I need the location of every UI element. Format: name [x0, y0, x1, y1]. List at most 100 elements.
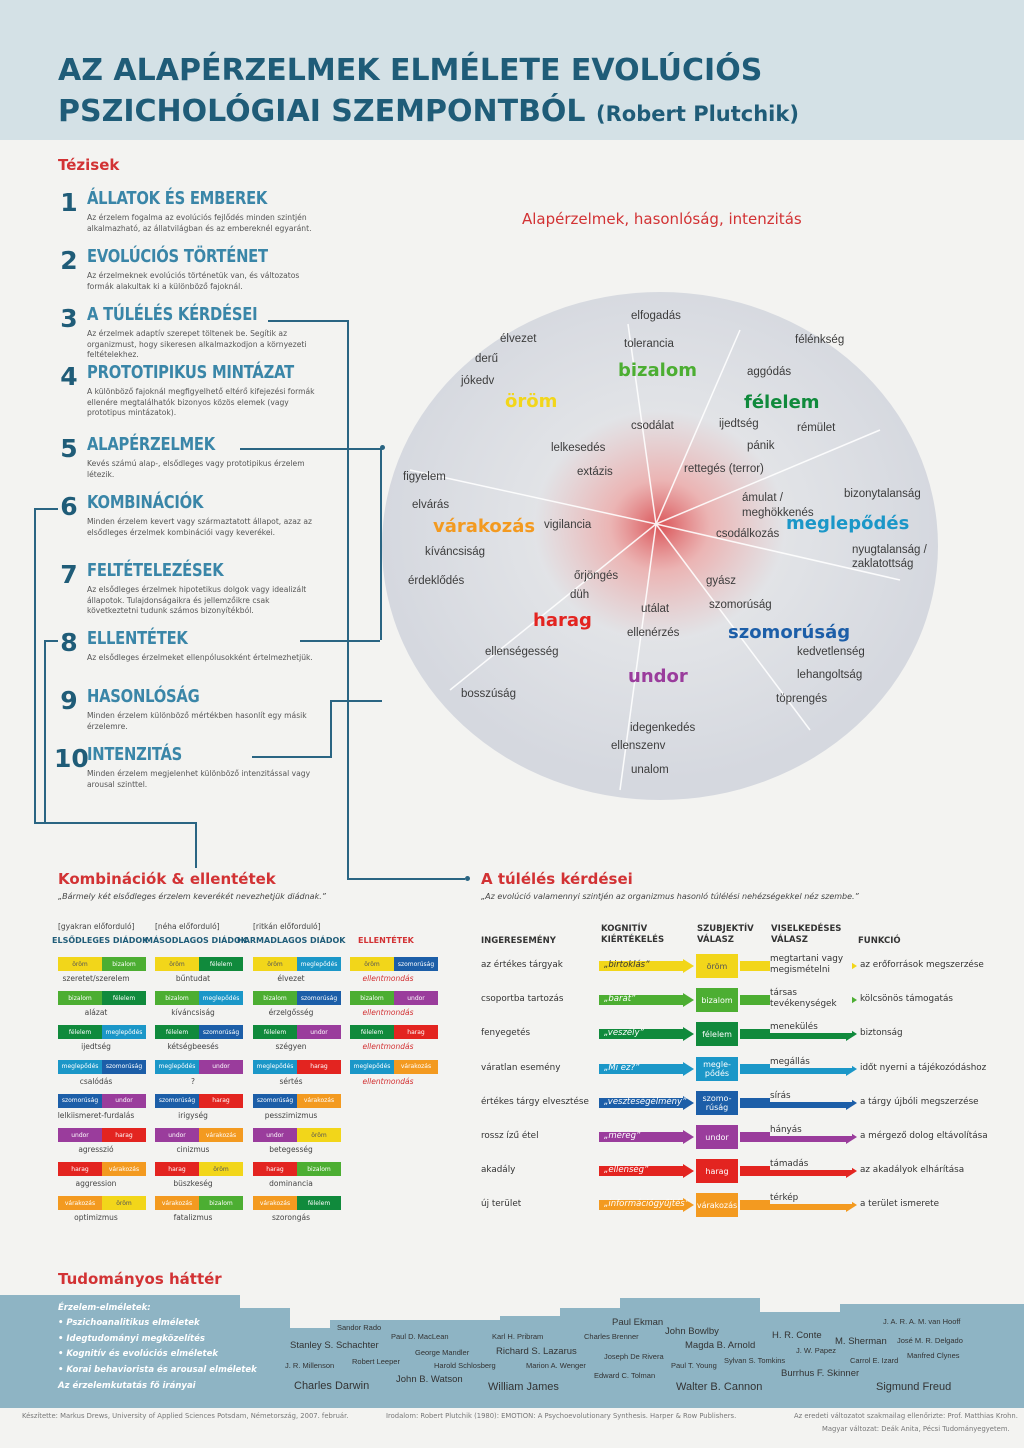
survival-column-header: INGERESEMÉNY [481, 936, 556, 946]
emotion-chip: félelem [253, 1025, 297, 1040]
emotion-chip: bizalom [199, 1196, 243, 1211]
scientist-name: Sylvan S. Tomkins [724, 1356, 786, 1365]
emotion-chip: szomorúság [199, 1025, 243, 1040]
connector-dot [465, 876, 470, 881]
emotion-chip: bizalom [155, 991, 199, 1006]
survival-column-header: FUNKCIÓ [858, 936, 901, 946]
connector [330, 700, 382, 702]
behaviour-text: menekülés [770, 1022, 852, 1034]
emotion-chip: undor [155, 1128, 199, 1142]
science-band [0, 1295, 1024, 1408]
stimulus-text: értékes tárgy elvesztése [481, 1096, 589, 1107]
theory-item: • Ideg­tudományi megközelítés [58, 1333, 205, 1344]
dyad-label: büszkeség [173, 1179, 213, 1189]
emotion-chip: meglepődés [350, 1059, 394, 1074]
thesis-title: EVOLÚCIÓS TÖRTÉNET [87, 246, 268, 267]
thesis-title: ELLENTÉTEK [87, 628, 188, 649]
emotion-chip: bizalom [253, 991, 297, 1006]
dyad-label: szégyen [275, 1042, 307, 1052]
header [0, 0, 1024, 140]
emotion-word: figyelem [403, 471, 446, 483]
dyad-label: alázat [84, 1008, 108, 1018]
scientist-name: John Bowlby [665, 1326, 719, 1337]
emotion-word: őrjöngés [574, 570, 619, 582]
emotion-chip: szomorúság [394, 957, 438, 971]
cognitive-arrow [599, 1095, 694, 1110]
emotion-chip: harag [155, 1162, 199, 1177]
scientist-name: Sigmund Freud [876, 1381, 952, 1393]
thesis-text: Az érzelmeknek evolúciós történetük van,… [87, 271, 300, 291]
thesis-text: Az érzelem fogalma az evolúciós fejlődés… [87, 213, 312, 233]
cognitive-arrow [599, 993, 694, 1008]
emotion-word: pánik [747, 440, 775, 452]
scientist-name: Carrol E. Izard [850, 1356, 899, 1365]
function-text: kölcsönös támogatás [860, 994, 953, 1005]
dyad-label: ellentmondás [362, 1042, 414, 1052]
thesis-title: INTENZITÁS [87, 744, 183, 765]
thesis-number: 8 [60, 628, 78, 657]
tuleles-subtitle: „Az evolúció valamennyi szintjén az orga… [481, 892, 859, 901]
emotion-chip: undor [253, 1128, 297, 1142]
emotion-chip: szomorúság [297, 991, 341, 1006]
emotion-chip: félelem [350, 1025, 394, 1040]
dyad-label: ellentmondás [362, 1008, 414, 1018]
function-text: a mérgező dolog eltávolítása [860, 1131, 988, 1141]
emotion-chip: szomorúság [253, 1093, 297, 1108]
dyad-label: cinizmus [176, 1145, 210, 1154]
cognitive-arrow [599, 1027, 694, 1042]
thesis-title: PROTOTIPIKUS MINTÁZAT [87, 362, 294, 383]
scientist-name: William James [488, 1381, 559, 1393]
emotion-chip: harag [394, 1025, 438, 1040]
thesis-title: ALAPÉRZELMEK [87, 434, 215, 455]
scientist-name: Burrhus F. Skinner [781, 1368, 860, 1379]
scientist-name: J. W. Papez [796, 1346, 837, 1355]
theory-item: • Kognitív és evolúciós elméletek [58, 1349, 219, 1359]
emotion-word: bizonytalanság [844, 488, 921, 500]
stimulus-text: új terület [481, 1199, 522, 1210]
thesis-number: 5 [60, 434, 78, 463]
emotion-word: zaklatottság [852, 558, 914, 570]
emotion-chip: bizalom [58, 991, 102, 1006]
behaviour-text: hányás [770, 1125, 852, 1136]
dyad-label: érzelgősség [268, 1008, 314, 1018]
thesis-number: 6 [60, 492, 78, 521]
scientist-name: Richard S. Lazarus [496, 1346, 577, 1357]
kombinaciok-subtitle: „Bármely két elsődleges érzelem keveréké… [58, 892, 326, 901]
emotion-wheel [382, 292, 938, 800]
emotion-box: undor [696, 1125, 738, 1149]
footer-right2: Magyar változat: Deák Anita, Pécsi Tudom… [822, 1425, 1010, 1433]
emotion-word: ellenszenv [611, 740, 666, 752]
emotion-word: érdeklődés [408, 575, 465, 587]
scientist-name: Joseph De Rivera [604, 1352, 664, 1361]
dyad-label: irigység [178, 1110, 208, 1120]
frequency-label: [ritkán előforduló] [253, 922, 321, 931]
cognition-text: „méreg” [604, 1131, 641, 1141]
thesis-number: 7 [60, 560, 78, 589]
emotion-chip: várakozás [102, 1162, 146, 1177]
scientist-name: M. Sherman [835, 1336, 887, 1347]
scientist-name: Paul Ekman [612, 1317, 664, 1328]
kombinaciok-heading: Kombinációk & ellentétek [58, 870, 276, 888]
scientist-name: Manfred Clynes [907, 1351, 960, 1360]
emotion-chip: bizalom [350, 991, 394, 1006]
dyad-column-header: HARMADLAGOS DIÁDOK [237, 936, 346, 945]
thesis-number: 2 [60, 246, 78, 275]
dyad-label: ? [191, 1076, 195, 1086]
emotion-word: jókedv [461, 375, 495, 387]
stimulus-text: fenyegetés [481, 1028, 531, 1039]
scientist-name: José M. R. Delgado [897, 1336, 963, 1345]
dyad-column-header: ELLENTÉTEK [358, 936, 414, 945]
emotion-box: öröm [696, 954, 738, 978]
scientist-name: Paul T. Young [671, 1361, 717, 1370]
